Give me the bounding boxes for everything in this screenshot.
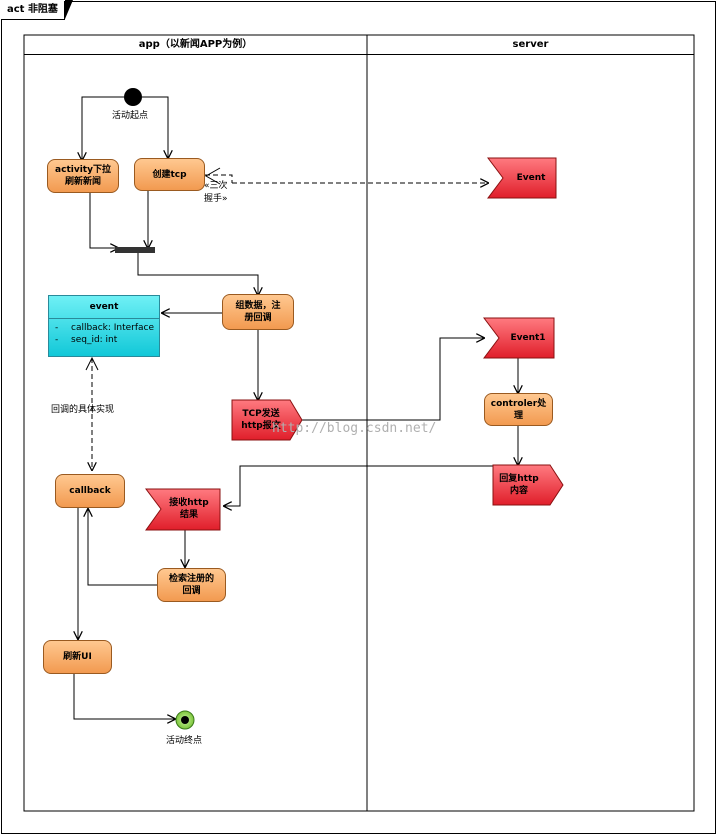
action-assemble-line1: 组数据，注 [235,301,281,311]
action-activity-pull-line1: activity下拉 [55,165,111,175]
event-callback-arrow-up [85,356,99,371]
receive-http-label: 接收http 结果 [160,497,218,521]
callback-impl-note: 回调的具体实现 [51,405,115,415]
action-refresh-ui-label: 刷新UI [63,652,92,662]
action-lookup-line2: 回调 [182,586,201,596]
event-class-attr: -callback: Interface [55,323,155,333]
handshake-arrow-back [204,167,221,185]
event-signal-label: Event [516,173,546,183]
event1-receive-signal [483,317,555,359]
tcp-send-line1: TCP发送 [242,409,280,419]
action-controller[interactable]: controler处 理 [484,393,553,426]
action-lookup-callback[interactable]: 检索注册的 回调 [157,568,226,602]
handshake-label-line1: «三次 [204,181,228,191]
event-class-box[interactable]: event -callback: Interface -seq_id: int [48,295,160,357]
receive-http-line2: 结果 [179,510,198,520]
handshake-label-line2: 握手» [204,194,228,204]
action-callback[interactable]: callback [55,474,125,508]
edge-refresh-to-end [73,674,175,719]
edge-join-to-assemble [137,253,258,295]
start-label: 活动起点 [112,111,149,121]
receive-http-line1: 接收http [169,498,209,508]
edge-tcpsend-to-event1 [300,338,484,421]
action-create-tcp[interactable]: 创建tcp [134,158,205,191]
action-controller-line2: 理 [513,410,523,421]
end-label: 活动终点 [166,736,203,746]
edge-lookup-to-callback [88,509,157,586]
reply-http-line2: 内容 [509,486,528,496]
handshake-label: «三次 握手» [204,180,228,206]
reply-http-label: 回复http 内容 [494,473,544,497]
final-node-core [181,716,189,724]
lane-header-app: app（以新闻APP为例） [24,35,367,55]
action-refresh-ui[interactable]: 刷新UI [43,640,112,674]
reply-http-signal [492,464,564,506]
action-assemble[interactable]: 组数据，注 册回调 [222,294,294,330]
edge-start-to-pull [82,96,124,160]
initial-node [124,88,142,106]
action-controller-line1: controler处 [490,398,547,409]
action-assemble-line2: 册回调 [244,313,272,323]
swimlane-border [23,34,695,812]
tcp-send-signal [231,399,303,441]
reply-http-line1: 回复http [499,474,539,484]
frame-title: act 非阻塞 [1,0,73,20]
join-bar [115,247,155,253]
action-activity-pull-line2: 刷新新闻 [64,177,101,187]
event-attr-seq-id: seq_id: int [71,335,118,345]
edge-start-to-tcp [142,96,168,158]
url-watermark: http://blog.csdn.net/ [272,421,437,436]
edge-handshake-left [205,174,233,183]
event-receive-signal [487,157,557,199]
action-create-tcp-label: 创建tcp [152,169,187,180]
tcp-send-line2: http报文 [241,421,281,431]
action-lookup-line1: 检索注册的 [168,574,214,584]
event-class-title: event [49,296,159,319]
event1-signal-label: Event1 [510,333,546,343]
edge-reply-to-receive [224,465,493,506]
edge-pull-to-fork [89,192,118,248]
event-class-attr: -seq_id: int [55,335,118,345]
action-callback-label: callback [69,486,111,496]
receive-http-signal [145,488,221,531]
action-activity-pull[interactable]: activity下拉 刷新新闻 [47,159,119,193]
event-attr-callback: callback: Interface [71,323,155,333]
tcp-send-label: TCP发送 http报文 [233,408,289,432]
lane-header-server: server [367,35,694,55]
